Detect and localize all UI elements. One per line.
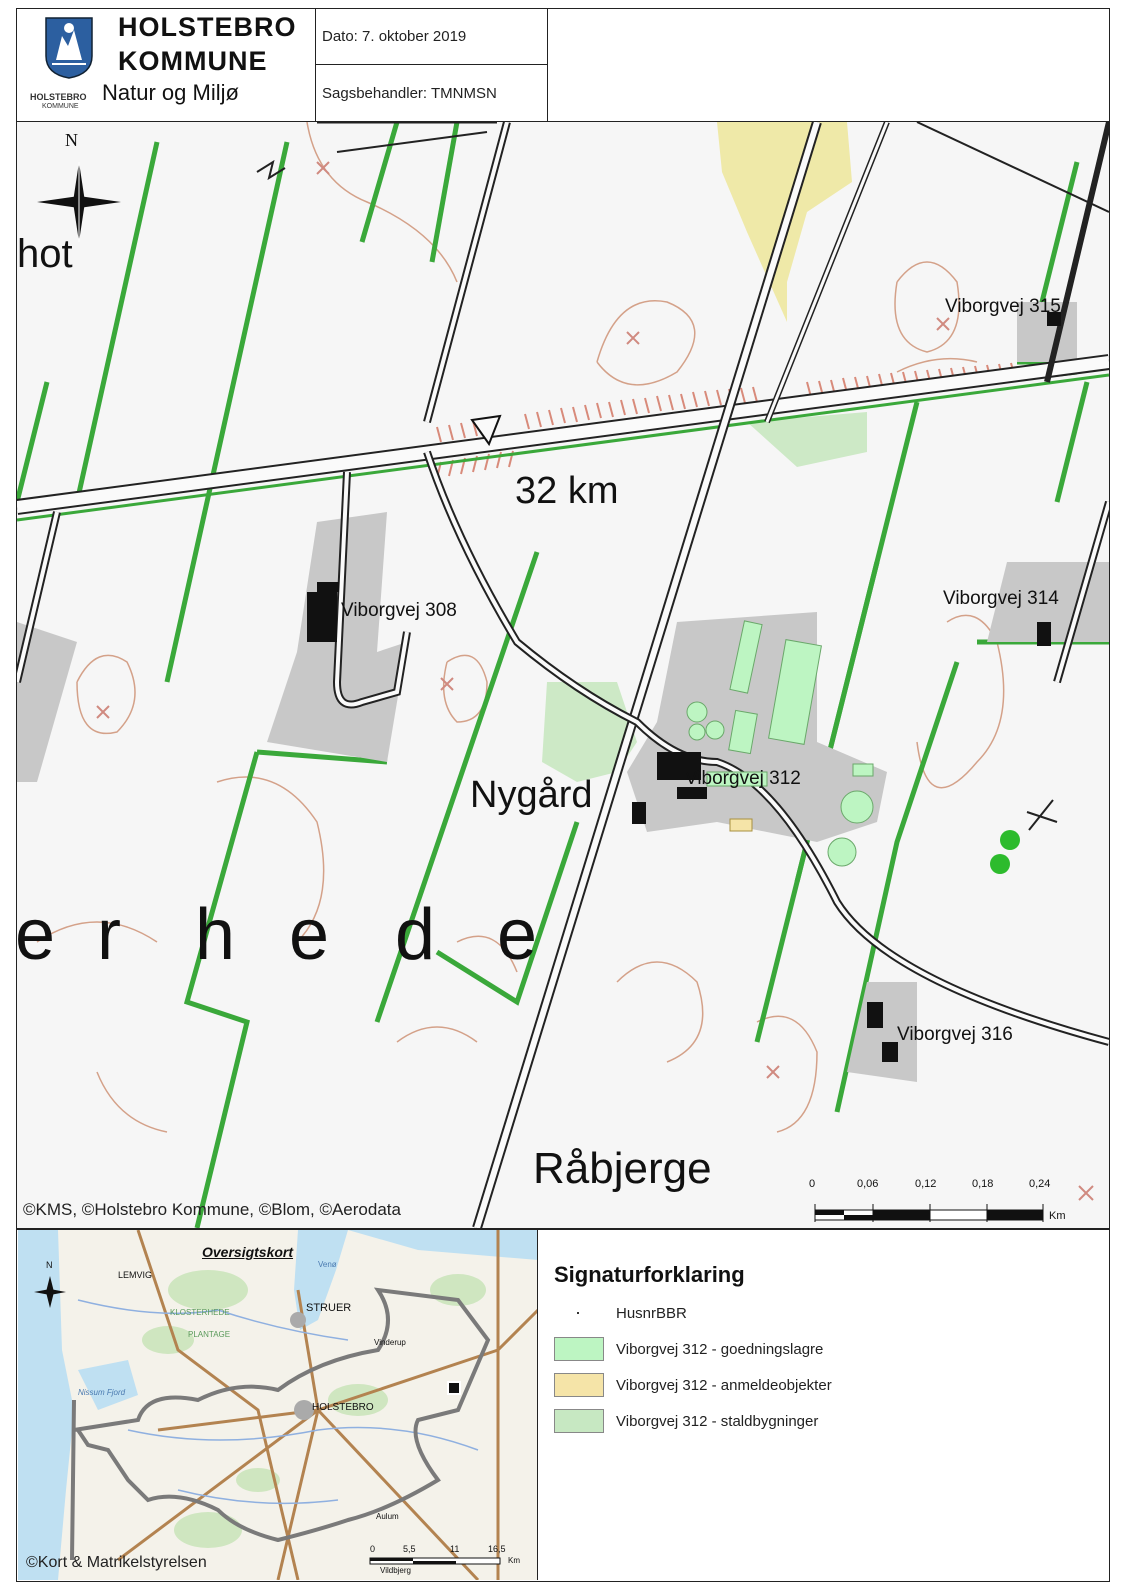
scale-bar-graphic xyxy=(814,1204,1044,1222)
contour-lines xyxy=(36,122,1005,1133)
address-label-312: Viborgvej 312 xyxy=(685,768,801,789)
location-marker xyxy=(447,1381,461,1395)
height-marks xyxy=(96,161,1094,1201)
area-name-letter: r xyxy=(97,895,121,975)
field-green-area xyxy=(747,412,867,467)
logo-small-subtext: KOMMUNE xyxy=(42,103,79,110)
overview-scale-bar xyxy=(369,1557,501,1565)
legend-swatch-goedningslagre xyxy=(554,1337,604,1361)
locality-label: Råbjerge xyxy=(533,1144,712,1193)
road-symbol xyxy=(256,159,286,181)
scale-tick-label: 0,24 xyxy=(1029,1178,1051,1190)
overview-scale-tick: 0 xyxy=(370,1544,376,1554)
address-label-314: Viborgvej 314 xyxy=(943,588,1059,609)
caseworker-field: Sagsbehandler: TMNMSN xyxy=(322,85,497,102)
buildings xyxy=(307,312,1061,1062)
triangulation-point-icon xyxy=(470,414,502,447)
legend-item-label: Viborgvej 312 - staldbygninger xyxy=(616,1412,819,1430)
overview-place-label: Venø xyxy=(318,1260,337,1269)
overview-place-label: Vinderup xyxy=(374,1338,406,1347)
overview-place-label: STRUER xyxy=(306,1302,352,1314)
map-copyright: ©KMS, ©Holstebro Kommune, ©Blom, ©Aeroda… xyxy=(23,1200,401,1219)
overview-place-label: LEMVIG xyxy=(118,1270,153,1280)
overview-scale-unit: Km xyxy=(508,1556,520,1565)
scale-tick-label: 0,12 xyxy=(915,1178,937,1190)
coat-of-arms-icon xyxy=(44,16,94,85)
green-dot xyxy=(1000,830,1020,850)
address-label-315: Viborgvej 315 xyxy=(945,296,1061,317)
area-name-letter: e xyxy=(497,895,538,975)
area-name-letter: d xyxy=(395,895,436,975)
section-divider xyxy=(16,1228,1110,1230)
overview-place-label: Nissum Fjord xyxy=(78,1388,126,1397)
place-label-partial: hot xyxy=(17,232,73,276)
legend-item: HusnrBBR xyxy=(554,1300,687,1326)
north-arrow-icon xyxy=(37,162,121,242)
date-field: Dato: 7. oktober 2019 xyxy=(316,8,547,65)
area-name-letter: e xyxy=(289,895,330,975)
legend-item: Viborgvej 312 - goedningslagre xyxy=(554,1336,823,1362)
overview-place-label: PLANTAGE xyxy=(188,1330,231,1339)
survey-point-mark xyxy=(1026,799,1058,831)
logo-small-text: HOLSTEBRO xyxy=(30,92,87,102)
farm-storage-highlights xyxy=(686,620,874,867)
distance-marker-label: 32 km xyxy=(515,470,619,512)
green-dot xyxy=(990,854,1010,874)
area-name-letter: h xyxy=(195,895,236,975)
scale-tick-label: 0 xyxy=(809,1178,816,1190)
overview-copyright: ©Kort & Matrikelstyrelsen xyxy=(26,1554,207,1571)
reported-object-highlight xyxy=(729,818,753,832)
overview-scale-tick: 5,5 xyxy=(403,1544,416,1554)
header-empty-cell xyxy=(548,8,1110,122)
map-canvas xyxy=(17,122,1109,1228)
farm-name-label: Nygård xyxy=(470,774,593,816)
org-name-line1: HOLSTEBRO xyxy=(118,12,297,42)
scale-tick-label: 0,18 xyxy=(972,1178,994,1190)
header-info-cell: Dato: 7. oktober 2019 Sagsbehandler: TMN… xyxy=(316,8,548,122)
overview-title: Oversigtskort xyxy=(202,1244,294,1260)
legend-item: Viborgvej 312 - anmeldeobjekter xyxy=(554,1372,832,1398)
header-logo-cell xyxy=(16,8,316,122)
overview-map-canvas xyxy=(18,1230,537,1580)
north-label: N xyxy=(65,130,78,150)
overview-place-label: Aulum xyxy=(376,1512,399,1521)
legend-dot-swatch xyxy=(554,1301,604,1325)
legend-item-label: Viborgvej 312 - anmeldeobjekter xyxy=(616,1376,832,1394)
scale-tick-label: 0,06 xyxy=(857,1178,879,1190)
overview-place-label: KLOSTERHEDE xyxy=(170,1308,230,1317)
municipality-boundary xyxy=(70,1287,491,1561)
overview-scale-tick: 11 xyxy=(450,1544,460,1554)
legend-item-label: HusnrBBR xyxy=(616,1304,687,1322)
address-label-308: Viborgvej 308 xyxy=(341,600,457,621)
area-name-letter: e xyxy=(17,895,56,975)
map-sheet-frame xyxy=(16,8,1110,1582)
overview-place-label: HOLSTEBRO xyxy=(312,1402,374,1413)
legend-swatch-staldbygninger xyxy=(554,1409,604,1433)
legend-swatch-anmeldeobjekter xyxy=(554,1373,604,1397)
legend-title: Signaturforklaring xyxy=(554,1262,745,1287)
overview-north-label: N xyxy=(46,1260,53,1270)
org-name-line2: KOMMUNE xyxy=(118,46,268,76)
overview-map[interactable]: Oversigtskort N LEMVIG STRUER HOLSTEBRO … xyxy=(18,1230,538,1580)
legend-item-label: Viborgvej 312 - goedningslagre xyxy=(616,1340,824,1358)
scale-unit-label: Km xyxy=(1049,1210,1066,1222)
main-map[interactable]: N hot Viborgvej 315 32 km Viborgvej 308 … xyxy=(17,122,1109,1228)
legend-item: Viborgvej 312 - staldbygninger xyxy=(554,1408,818,1434)
address-label-316: Viborgvej 316 xyxy=(897,1024,1013,1045)
department-name: Natur og Miljø xyxy=(102,80,239,105)
overview-north-arrow-icon xyxy=(34,1276,66,1308)
overview-scale-tick: 16,5 xyxy=(488,1544,506,1554)
overview-place-label: Vildbjerg xyxy=(380,1566,411,1575)
